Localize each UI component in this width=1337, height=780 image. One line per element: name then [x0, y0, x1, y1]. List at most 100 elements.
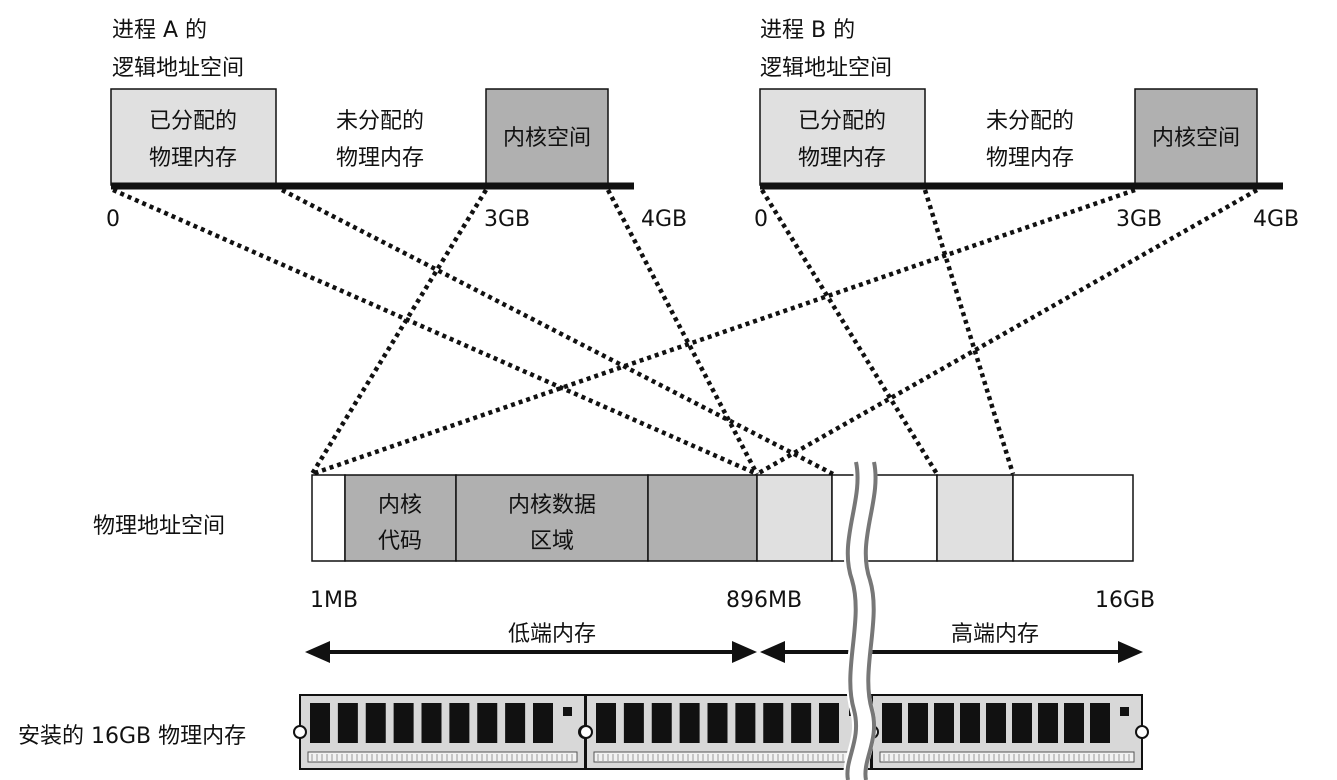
process-b-title-line2: 逻辑地址空间	[760, 56, 892, 81]
mapping-lines	[112, 187, 1259, 477]
map-line-a-allocated-end	[280, 188, 835, 476]
map-line-b-allocated-end	[922, 189, 1016, 475]
physical-free-2	[1012, 474, 1134, 562]
physical-kernel-code-line1: 内核	[378, 493, 422, 518]
ram-chip	[310, 703, 330, 743]
process-b-tick-0: 0	[754, 207, 768, 232]
physical-process-b-page	[936, 474, 1014, 562]
process-b-tick-3gb: 3GB	[1116, 207, 1162, 232]
physical-tick-896mb: 896MB	[726, 588, 802, 613]
physical-kernel-code-line2: 代码	[378, 529, 422, 554]
process-a-allocated-box	[110, 88, 277, 186]
low-memory-arrow-left-head	[305, 641, 330, 663]
physical-kernel-data	[455, 474, 649, 562]
process-a-tick-3gb: 3GB	[484, 207, 530, 232]
break-mark-left-line	[845, 461, 860, 780]
ram-notch-mark	[563, 707, 572, 716]
ram-chip	[763, 703, 784, 743]
process-b-allocated-line2: 物理内存	[798, 146, 886, 171]
low-memory-label: 低端内存	[508, 622, 596, 647]
physical-tick-1mb: 1MB	[310, 588, 358, 613]
low-memory-arrow-right-head	[732, 641, 757, 663]
ram-chip	[679, 703, 700, 743]
map-line-b-0	[760, 188, 939, 476]
break-mark-right-line	[863, 461, 878, 780]
process-b-allocated-line1: 已分配的	[798, 109, 886, 134]
ram-chip	[960, 703, 980, 743]
physical-kernel-other	[647, 474, 758, 562]
process-a-unallocated-line2: 物理内存	[336, 146, 424, 171]
map-line-a-4gb	[606, 188, 759, 476]
process-b-kernel-box	[1134, 88, 1258, 186]
map-line-b-3gb	[311, 187, 1136, 477]
process-a-title-line2: 逻辑地址空间	[112, 56, 244, 81]
ram-chip	[393, 703, 414, 743]
process-b-unallocated-line2: 物理内存	[986, 146, 1074, 171]
process-a-kernel-box	[485, 88, 609, 186]
high-memory-arrow-right-head	[1118, 641, 1143, 663]
ram-chip	[337, 703, 358, 743]
process-a-tick-0: 0	[106, 207, 120, 232]
ram-chip	[365, 703, 386, 743]
ram-label: 安装的 16GB 物理内存	[18, 724, 246, 749]
process-a-address-space: 进程 A 的 逻辑地址空间 已分配的 物理内存 未分配的 物理内存 内核空间 0…	[106, 18, 687, 232]
ram-chip	[986, 703, 1006, 743]
process-b-tick-4gb: 4GB	[1253, 207, 1299, 232]
ram-module-group	[293, 694, 1149, 770]
map-line-a-3gb	[310, 188, 488, 476]
ram-chip	[707, 703, 728, 743]
physical-process-a-page	[756, 474, 833, 562]
ram-modules: 安装的 16GB 物理内存	[18, 694, 1149, 770]
ram-chip	[533, 703, 553, 743]
ram-chip	[908, 703, 928, 743]
ram-notch-mark	[1120, 707, 1129, 716]
ram-chip	[505, 703, 526, 743]
ram-chip	[651, 703, 672, 743]
ram-chip	[934, 703, 954, 743]
ram-module-2	[579, 694, 878, 770]
high-memory-arrow-left-head	[760, 641, 785, 663]
ram-module-1	[293, 694, 592, 770]
process-b-kernel-label: 内核空间	[1152, 126, 1240, 151]
break-mark	[843, 459, 878, 780]
ram-side-notch	[579, 725, 593, 739]
high-memory-label: 高端内存	[951, 622, 1039, 647]
ram-chip	[819, 703, 839, 743]
process-a-kernel-label: 内核空间	[503, 126, 591, 151]
break-mark-gap	[843, 459, 878, 780]
ram-chip	[596, 703, 616, 743]
ram-chip	[449, 703, 470, 743]
process-b-title-line1: 进程 B 的	[760, 18, 855, 43]
physical-kernel-data-line1: 内核数据	[508, 493, 596, 518]
process-b-address-space: 进程 B 的 逻辑地址空间 已分配的 物理内存 未分配的 物理内存 内核空间 0…	[754, 18, 1299, 232]
process-a-tick-4gb: 4GB	[641, 207, 687, 232]
ram-chip	[791, 703, 812, 743]
physical-kernel-data-line2: 区域	[530, 529, 574, 554]
ram-module-3	[865, 694, 1149, 770]
map-line-a-0	[112, 187, 758, 477]
physical-address-space: 物理地址空间 内核 代码 内核数据 区域 1MB 896MB 16GB	[93, 474, 1155, 613]
process-a-allocated-line1: 已分配的	[149, 109, 237, 134]
physical-first-mb	[311, 474, 346, 562]
ram-chip	[1038, 703, 1058, 743]
ram-chip	[623, 703, 644, 743]
ram-contacts	[879, 751, 1135, 763]
ram-chip	[1090, 703, 1110, 743]
ram-chip	[882, 703, 902, 743]
process-a-title-line1: 进程 A 的	[112, 18, 207, 43]
physical-tick-16gb: 16GB	[1095, 588, 1155, 613]
memory-region-arrows: 低端内存 高端内存	[305, 622, 1143, 663]
ram-chip	[477, 703, 498, 743]
ram-chip	[1064, 703, 1084, 743]
physical-kernel-code	[344, 474, 457, 562]
ram-side-notch	[1135, 725, 1149, 739]
ram-chip	[421, 703, 442, 743]
ram-chip	[1012, 703, 1032, 743]
ram-chip	[735, 703, 756, 743]
map-line-b-4gb	[755, 188, 1259, 476]
process-a-allocated-line2: 物理内存	[149, 146, 237, 171]
process-b-unallocated-line1: 未分配的	[986, 109, 1074, 134]
process-a-unallocated-line1: 未分配的	[336, 109, 424, 134]
ram-side-notch	[293, 725, 307, 739]
